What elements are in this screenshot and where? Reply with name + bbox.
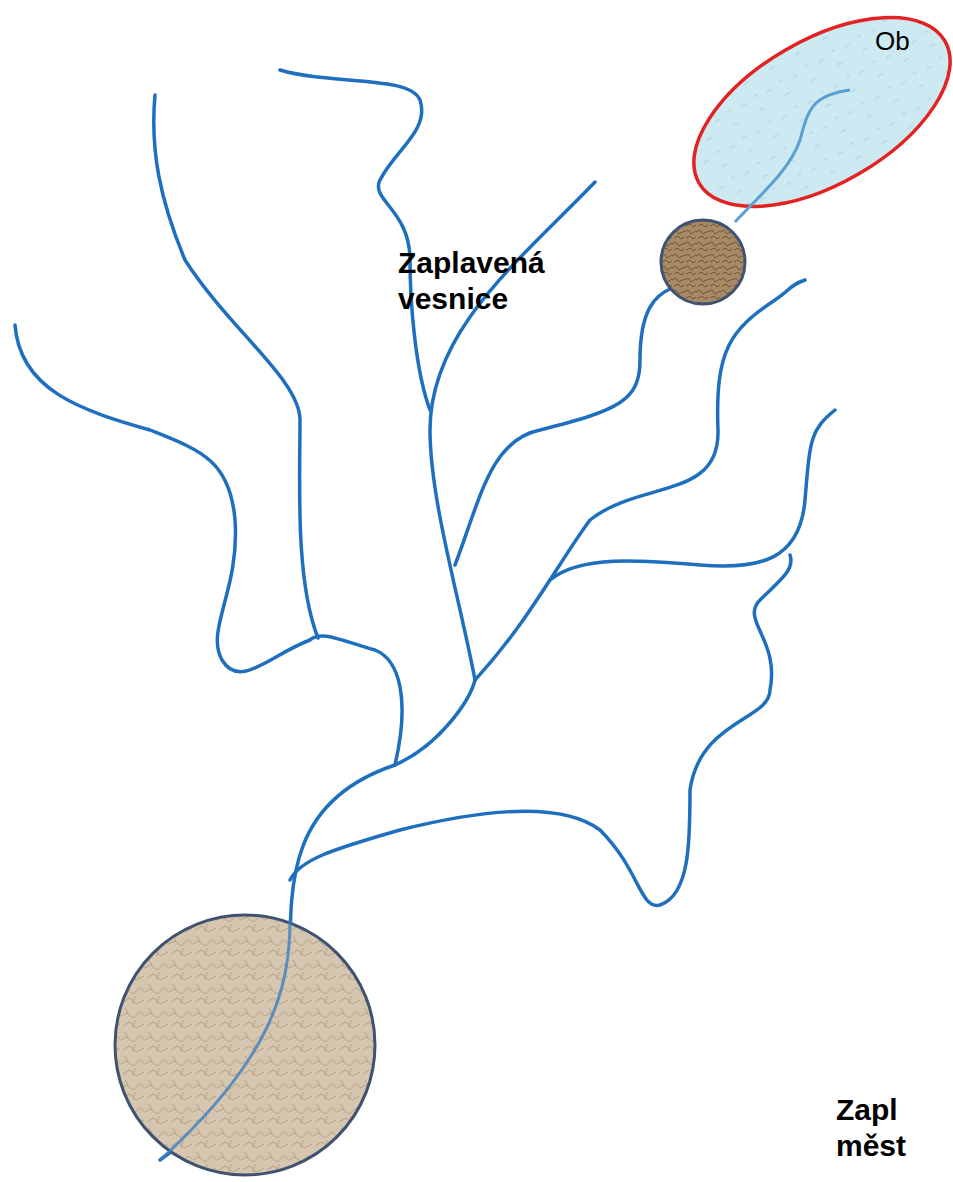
town-label: Zapl měst — [836, 1092, 926, 1164]
river-in-town — [160, 920, 290, 1160]
flood-area — [663, 0, 953, 245]
area-label: Ob — [875, 26, 910, 57]
town-circle — [115, 915, 375, 1175]
village-circle — [661, 220, 745, 304]
village-label: Zaplavená vesnice — [398, 245, 568, 317]
flooded-stream — [735, 90, 850, 222]
